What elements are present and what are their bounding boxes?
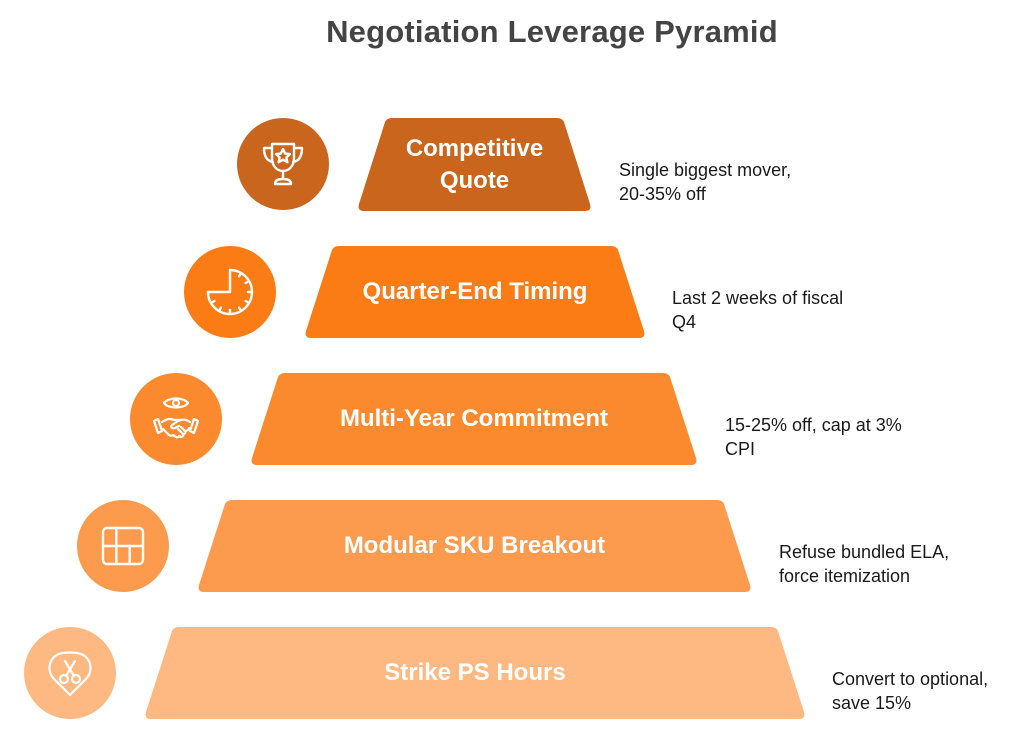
tier-shape [305, 246, 645, 338]
tier-label: Quarter-End Timing [362, 278, 588, 305]
tier-label: Multi-Year Commitment [339, 405, 609, 432]
tier-quarter-end-timing: Quarter-End Timing [304, 246, 646, 338]
tier-description: Last 2 weeks of fiscal Q4 [672, 288, 844, 332]
tier-strike-ps-hours: Strike PS Hours [144, 627, 806, 719]
page-title: Negotiation Leverage Pyramid [326, 14, 778, 49]
handshake-eye-icon [130, 373, 222, 465]
tier-shape [358, 118, 591, 211]
tier-shape [251, 373, 697, 465]
tier-description: 15-25% off, cap at 3% CPI [725, 415, 902, 459]
trophy-icon [237, 118, 329, 210]
tier-description: Convert to optional, save 15% [832, 669, 989, 713]
tier-multi-year-commitment: Multi-Year Commitment [250, 373, 698, 465]
scissors-tag-icon [24, 627, 116, 719]
tier-competitive-quote: Competitive Quote [357, 118, 592, 211]
tier-modular-sku-breakout: Modular SKU Breakout [197, 500, 752, 592]
tier-label: Competitive Quote [405, 134, 544, 194]
tier-label: Strike PS Hours [384, 659, 566, 686]
tier-shape [145, 627, 805, 719]
tier-description: Single biggest mover, 20-35% off [619, 160, 792, 204]
tier-description: Refuse bundled ELA, force itemization [779, 542, 950, 586]
clock-icon [184, 246, 276, 338]
grid-icon [77, 500, 169, 592]
tier-label: Modular SKU Breakout [343, 532, 606, 559]
tier-shape [198, 500, 751, 592]
